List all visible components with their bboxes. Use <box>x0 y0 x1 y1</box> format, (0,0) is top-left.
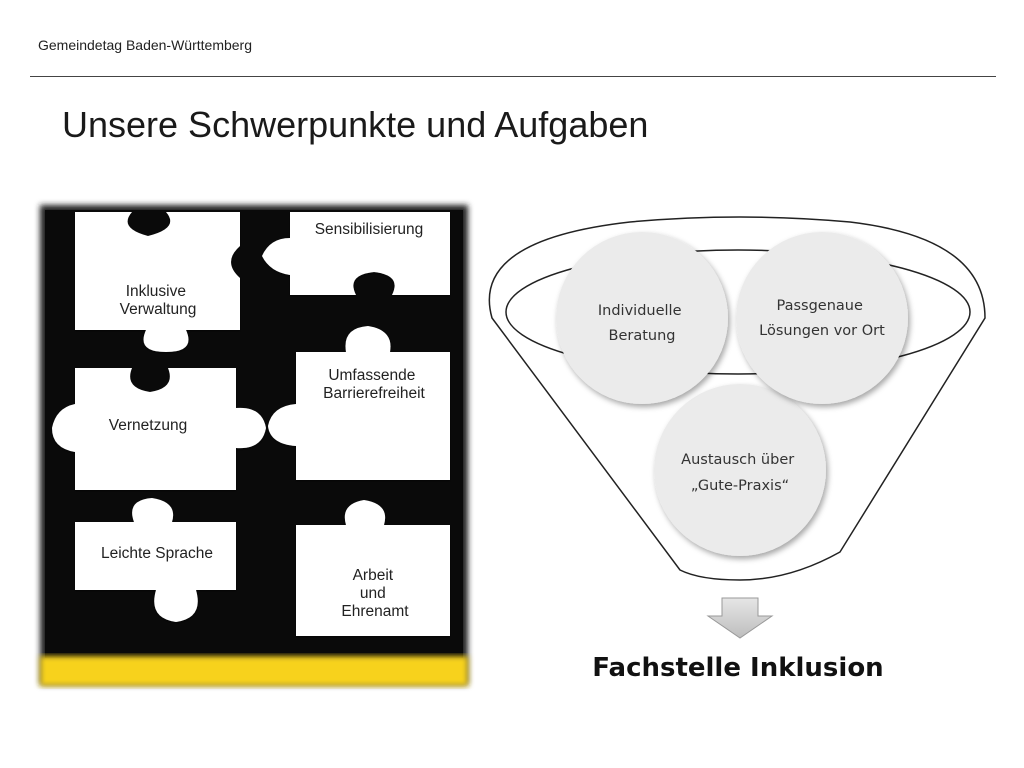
circle-label-beratung: Individuelle Beratung <box>598 303 686 344</box>
circle-label-loesungen: Passgenaue Lösungen vor Ort <box>759 298 885 339</box>
circle-beratung <box>556 232 728 404</box>
header-divider <box>30 76 996 77</box>
puzzle-piece-inklusive-verwaltung <box>75 212 240 352</box>
funnel-outline <box>488 216 986 581</box>
puzzle-piece-barrierefreiheit <box>268 326 450 480</box>
puzzle-label-sensibilisierung: Sensibilisierung <box>315 221 424 238</box>
result-label: Fachstelle Inklusion <box>592 653 884 683</box>
circle-label-austausch: Austausch über „Gute-Praxis“ <box>681 452 799 494</box>
puzzle-piece-sensibilisierung <box>262 212 450 295</box>
puzzle-label-barrierefreiheit: Umfassende Barrierefreiheit <box>323 367 425 402</box>
puzzle-label-vernetzung: Vernetzung <box>109 417 187 434</box>
puzzle-label-leichte-sprache: Leichte Sprache <box>101 545 213 562</box>
organization-name: Gemeindetag Baden-Württemberg <box>38 37 252 53</box>
slide-title: Unsere Schwerpunkte und Aufgaben <box>62 104 649 145</box>
circle-austausch <box>654 384 826 556</box>
circle-loesungen <box>736 232 908 404</box>
funnel-rim <box>505 249 971 375</box>
puzzle-label-arbeit-ehrenamt: Arbeit und Ehrenamt <box>341 567 409 620</box>
puzzle-piece-leichte-sprache <box>75 498 236 622</box>
puzzle-piece-vernetzung <box>52 368 266 490</box>
down-arrow-icon <box>706 597 774 639</box>
yellow-bar <box>40 656 468 686</box>
puzzle-piece-arbeit-ehrenamt <box>296 500 450 636</box>
puzzle-label-inklusive-verwaltung: Inklusive Verwaltung <box>120 283 197 318</box>
